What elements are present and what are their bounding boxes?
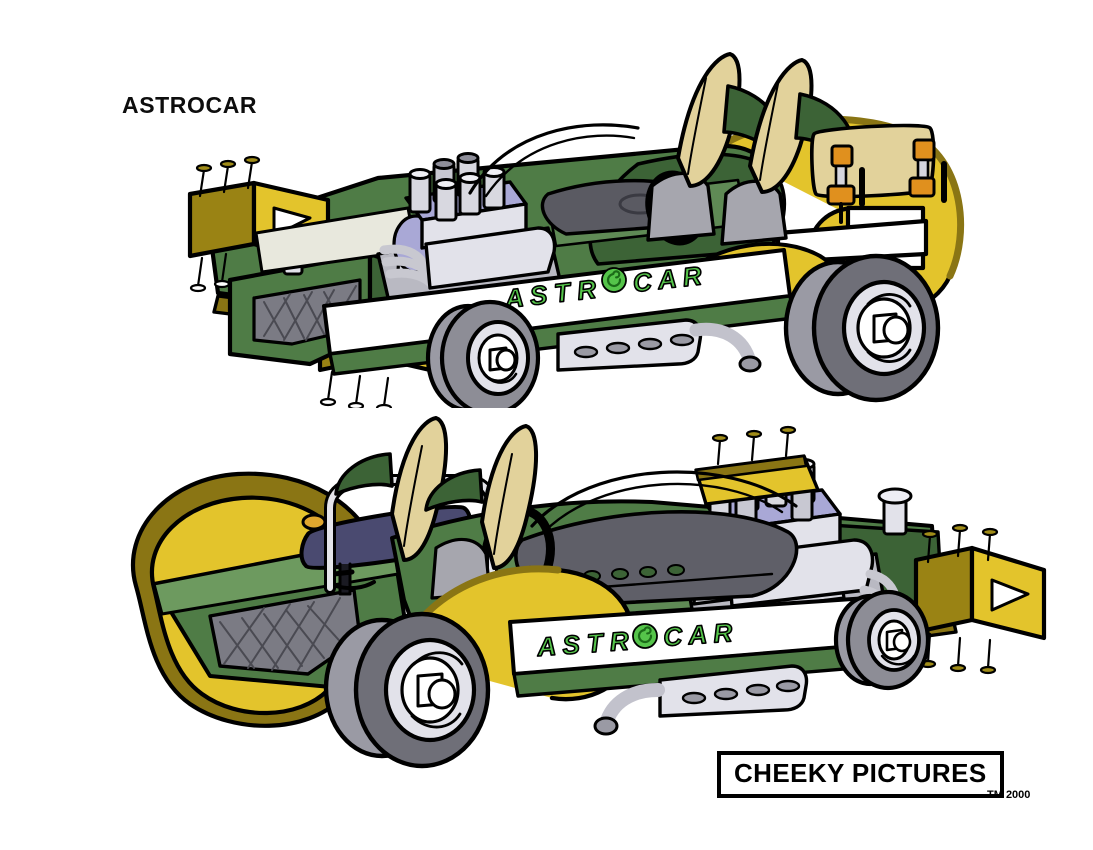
front-wheel <box>425 299 541 408</box>
exhaust-pipe <box>593 664 809 736</box>
rear-wheel <box>833 589 931 691</box>
rear-wheel <box>783 253 941 403</box>
svg-text:A S T R: A S T R <box>535 626 630 662</box>
front-wheel <box>323 611 491 769</box>
trademark-notice: TM 2000 <box>987 789 1031 801</box>
vehicle-illustration-bottom-view: A S T R C A R <box>130 416 1047 769</box>
rear-bumper-antenna-pins <box>919 523 999 675</box>
front-bumper-upper <box>187 180 331 269</box>
astrocar-o-spiral <box>632 623 658 649</box>
page-title: ASTROCAR <box>122 92 258 118</box>
studio-stamp: CHEEKY PICTURES TM 2000 <box>717 751 1030 801</box>
astrocar-o-spiral <box>601 267 627 293</box>
fuel-caps <box>826 138 947 224</box>
studio-name: CHEEKY PICTURES <box>734 758 987 788</box>
side-stripe-astrocar-text: A S T R C A R <box>535 616 735 662</box>
vehicle-illustration-top-view: A S T R C A R <box>187 52 964 408</box>
studio-name-box: CHEEKY PICTURES <box>717 751 1004 799</box>
svg-text:C A R: C A R <box>662 617 733 652</box>
rear-bumper <box>913 545 1047 641</box>
exhaust-pipe <box>556 318 762 373</box>
